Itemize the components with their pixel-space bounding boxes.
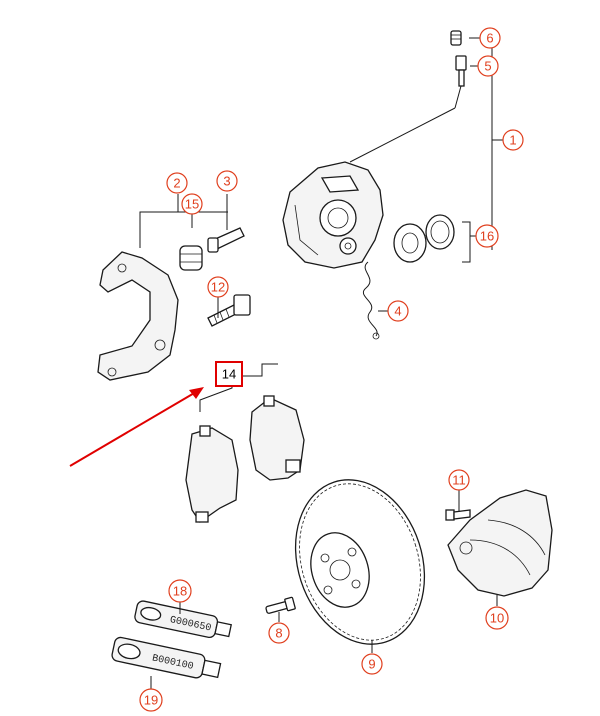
shield-bolt-part <box>445 509 471 521</box>
brake-disc-part <box>294 479 426 645</box>
callout-9-label: 9 <box>368 657 375 672</box>
grease-tube-19-part: B000100 <box>111 636 222 679</box>
callout-3[interactable]: 3 <box>216 170 238 192</box>
callout-5-label: 5 <box>484 59 491 74</box>
callout-14-label: 14 <box>222 367 236 382</box>
callout-8-label: 8 <box>275 626 282 641</box>
callout-2-label: 2 <box>173 176 180 191</box>
callout-16-label: 16 <box>480 229 494 244</box>
brake-pad-inner-part <box>185 425 239 523</box>
callout-15-label: 15 <box>185 197 199 212</box>
callout-12[interactable]: 12 <box>207 276 229 298</box>
callout-6[interactable]: 6 <box>479 27 501 49</box>
caliper-housing-part <box>282 161 384 269</box>
carrier-bolt-part <box>207 294 251 327</box>
brake-pad-outer-part <box>249 395 305 481</box>
callout-6-label: 6 <box>486 31 493 46</box>
splash-shield-part <box>447 489 553 597</box>
callout-16[interactable]: 16 <box>475 224 499 248</box>
callout-18[interactable]: 18 <box>168 579 192 603</box>
callout-4-label: 4 <box>394 304 401 319</box>
callout-19-label: 19 <box>144 693 158 708</box>
highlight-arrow <box>69 387 204 467</box>
callout-4[interactable]: 4 <box>387 300 409 322</box>
callout-18-label: 18 <box>173 584 187 599</box>
callout-1-label: 1 <box>509 133 516 148</box>
wear-indicator-part <box>363 261 380 340</box>
callout-9[interactable]: 9 <box>361 653 383 675</box>
bleeder-valve-part <box>454 55 467 109</box>
caliper-carrier-part <box>97 251 179 381</box>
guide-pin-part <box>207 227 245 253</box>
callout-2[interactable]: 2 <box>166 172 188 194</box>
callout-11-label: 11 <box>452 473 466 488</box>
grease-tube-18-part: G000650 <box>134 600 233 639</box>
piston-seal-part <box>393 214 455 263</box>
callout-3-label: 3 <box>223 174 230 189</box>
callout-10[interactable]: 10 <box>485 606 509 630</box>
callout-15[interactable]: 15 <box>181 193 203 215</box>
callout-12-label: 12 <box>211 280 225 295</box>
callout-14-box[interactable]: 14 <box>215 361 243 387</box>
callout-11[interactable]: 11 <box>448 469 470 491</box>
guide-sleeve-part <box>179 245 203 271</box>
callout-8[interactable]: 8 <box>268 622 290 644</box>
callout-10-label: 10 <box>490 611 504 626</box>
callout-5[interactable]: 5 <box>477 55 499 77</box>
bleeder-cap-part <box>450 30 462 46</box>
callout-1[interactable]: 1 <box>502 129 524 151</box>
disc-screw-part <box>265 596 296 614</box>
callout-19[interactable]: 19 <box>139 688 163 712</box>
